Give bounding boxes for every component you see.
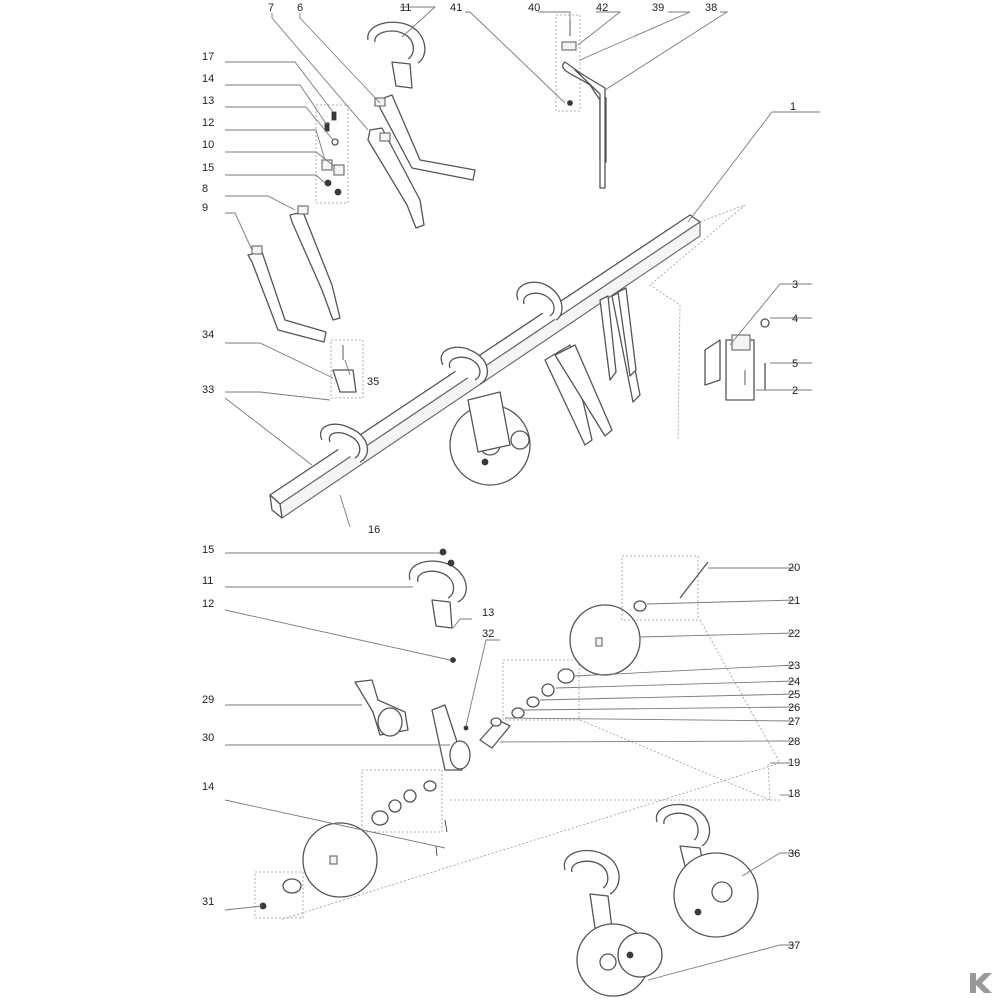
- label-30: 30: [202, 732, 214, 744]
- label-40: 40: [528, 2, 540, 14]
- star-disc-22: [569, 604, 641, 676]
- label-28: 28: [788, 736, 800, 748]
- axle-28: [479, 717, 511, 749]
- assembled-unit-37: [563, 849, 663, 997]
- label-31: 31: [202, 896, 214, 908]
- brand-logo-icon: [966, 970, 996, 996]
- label-6: 6: [297, 2, 303, 14]
- label-12: 12: [202, 117, 214, 129]
- label-29: 29: [202, 694, 214, 706]
- label-20: 20: [788, 562, 800, 574]
- label-15-bottom: 15: [202, 544, 214, 556]
- spring-ring-bottom: [408, 548, 467, 663]
- label-42: 42: [596, 2, 608, 14]
- label-8: 8: [202, 183, 208, 195]
- part-labels: 1 3 4 5 2 7 6 11 41 40 42 39 38 17 14 13…: [202, 2, 800, 952]
- label-26: 26: [788, 702, 800, 714]
- label-13: 13: [202, 95, 214, 107]
- spring-ring-11: [367, 21, 426, 89]
- washer-box-31: [254, 871, 304, 919]
- label-35: 35: [367, 376, 379, 388]
- disc-arm-29: [354, 679, 409, 737]
- star-disc-14: [302, 822, 378, 898]
- spring-clamp-ring: [319, 281, 563, 463]
- label-25: 25: [788, 689, 800, 701]
- label-27: 27: [788, 716, 800, 728]
- label-9: 9: [202, 202, 208, 214]
- label-15: 15: [202, 162, 214, 174]
- tine-piece-8: [289, 205, 341, 321]
- tine-piece-7-6: [367, 94, 476, 229]
- leader-lines: [224, 6, 820, 981]
- star-disc: [449, 391, 531, 486]
- label-3: 3: [792, 279, 798, 291]
- label-24: 24: [788, 676, 800, 688]
- label-32: 32: [482, 628, 494, 640]
- hub-arm-30: [431, 704, 471, 771]
- bearing-stack-lower: [361, 769, 448, 857]
- label-19: 19: [788, 757, 800, 769]
- label-5: 5: [792, 358, 798, 370]
- label-12-bottom: 12: [202, 598, 214, 610]
- label-17: 17: [202, 51, 214, 63]
- bolt-set-20-21: [621, 555, 709, 621]
- detail-outline: [649, 204, 746, 441]
- label-14: 14: [202, 73, 214, 85]
- label-11-top: 11: [400, 2, 411, 14]
- label-21: 21: [788, 595, 800, 607]
- assembled-unit-36: [655, 803, 759, 938]
- bracket-34-box: [330, 339, 364, 399]
- fastener-set-box: [315, 104, 349, 204]
- label-10: 10: [202, 139, 214, 151]
- label-33: 33: [202, 384, 214, 396]
- label-34: 34: [202, 329, 214, 341]
- label-2: 2: [792, 385, 798, 397]
- label-37: 37: [788, 940, 800, 952]
- spring-tine-38: [555, 14, 607, 189]
- assembly-guide-line: [279, 619, 781, 921]
- label-18: 18: [788, 788, 800, 800]
- label-13-bottom: 13: [482, 607, 494, 619]
- label-1: 1: [790, 101, 796, 113]
- label-16: 16: [368, 524, 380, 536]
- mount-bracket: [704, 318, 770, 401]
- label-22: 22: [788, 628, 800, 640]
- label-11-bottom: 11: [202, 575, 213, 587]
- assembly-guide-line: [579, 719, 771, 801]
- bearing-stack-upper: [502, 659, 580, 721]
- label-36: 36: [788, 848, 800, 860]
- label-23: 23: [788, 660, 800, 672]
- label-38: 38: [705, 2, 717, 14]
- label-39: 39: [652, 2, 664, 14]
- label-7: 7: [268, 2, 274, 14]
- tine-group: [544, 287, 641, 446]
- label-4: 4: [792, 313, 798, 325]
- label-41: 41: [450, 2, 462, 14]
- label-14-bottom: 14: [202, 781, 214, 793]
